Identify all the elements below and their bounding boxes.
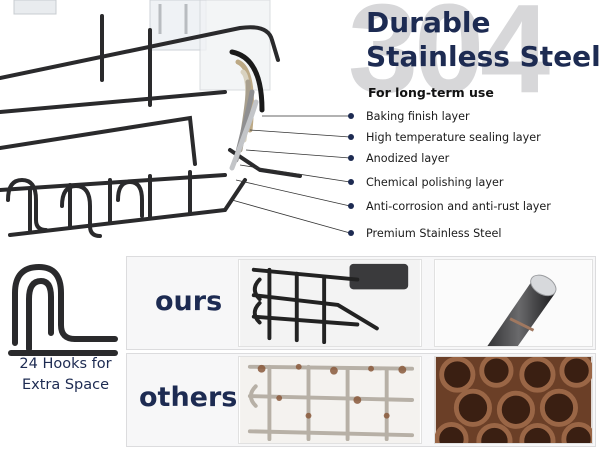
layer-bullet (348, 203, 354, 209)
subtitle: For long-term use (368, 85, 494, 100)
headline-line1: Durable (366, 6, 491, 39)
layer-bullet (348, 113, 354, 119)
hook-closeup-image (5, 253, 121, 358)
others-rusty-pipes-photo (434, 356, 593, 444)
headline-line2: Stainless Steel (366, 40, 600, 73)
ours-steel-tube-photo (434, 259, 593, 347)
layer-bullet (348, 230, 354, 236)
layer-label: High temperature sealing layer (366, 131, 541, 144)
others-label: others (139, 382, 238, 413)
layer-bullet (348, 134, 354, 140)
layer-label: Anodized layer (366, 152, 450, 165)
layer-bullet (348, 155, 354, 161)
layer-bullet (348, 179, 354, 185)
layer-label: Anti-corrosion and anti-rust layer (366, 200, 551, 213)
ours-label: ours (155, 286, 223, 317)
layer-label: Premium Stainless Steel (366, 227, 502, 240)
layer-label: Baking finish layer (366, 110, 470, 123)
layer-label: Chemical polishing layer (366, 176, 504, 189)
hooks-caption: 24 Hooks for Extra Space (19, 356, 112, 394)
others-rusty-basket-photo (238, 356, 422, 444)
shower-caddy-illustration (0, 0, 351, 238)
ours-basket-photo (238, 259, 422, 347)
grade-304-watermark: 304 (348, 0, 550, 119)
